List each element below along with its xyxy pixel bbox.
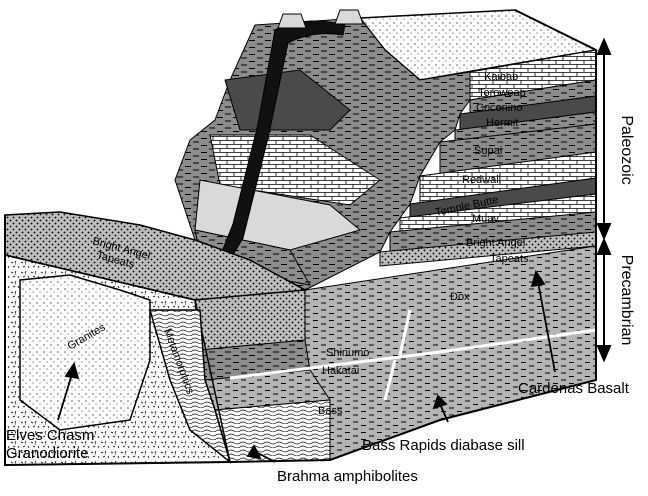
label-hakatai: Hakatai: [322, 365, 359, 377]
label-bright-angel-right: Bright Angel: [466, 237, 525, 249]
label-toroweap: Toroweap: [478, 87, 526, 99]
label-kaibab: Kaibab: [484, 71, 518, 83]
callout-brahma-amphibolites: Brahma amphibolites: [277, 468, 418, 485]
label-muav: Muav: [472, 213, 499, 225]
label-hermit: Hermit: [486, 117, 518, 129]
era-precambrian: Precambrian: [618, 255, 635, 346]
callout-elves-chasm-line1: Elves Chasm: [6, 427, 94, 444]
buttes: [277, 9, 364, 29]
label-bass: Bass: [318, 405, 343, 417]
label-supai: Supai: [474, 145, 502, 157]
callout-arrows: [57, 269, 556, 463]
sill-feeder: [383, 309, 412, 401]
stratum-labels: Kaibab Toroweap Coconino Hermit Supai Re…: [318, 71, 529, 417]
right-face-strata: [304, 49, 597, 461]
era-brackets: [596, 37, 612, 363]
callout-elves-chasm-line2: Granodiorite: [6, 445, 89, 462]
label-dox: Dox: [450, 291, 470, 303]
label-coconino: Coconino: [476, 102, 522, 114]
era-paleozoic: Paleozoic: [618, 115, 635, 184]
diabase-sill: [229, 328, 597, 380]
label-redwall: Redwall: [462, 174, 501, 186]
left-block: [4, 211, 308, 466]
callout-bass-rapids-sill: Bass Rapids diabase sill: [362, 437, 525, 454]
label-tapeats-right: Tapeats: [490, 253, 529, 265]
callout-cardenas-basalt: Cardenas Basalt: [518, 380, 630, 397]
block-outline: [4, 9, 597, 467]
label-shinumo: Shinumo: [326, 347, 369, 359]
